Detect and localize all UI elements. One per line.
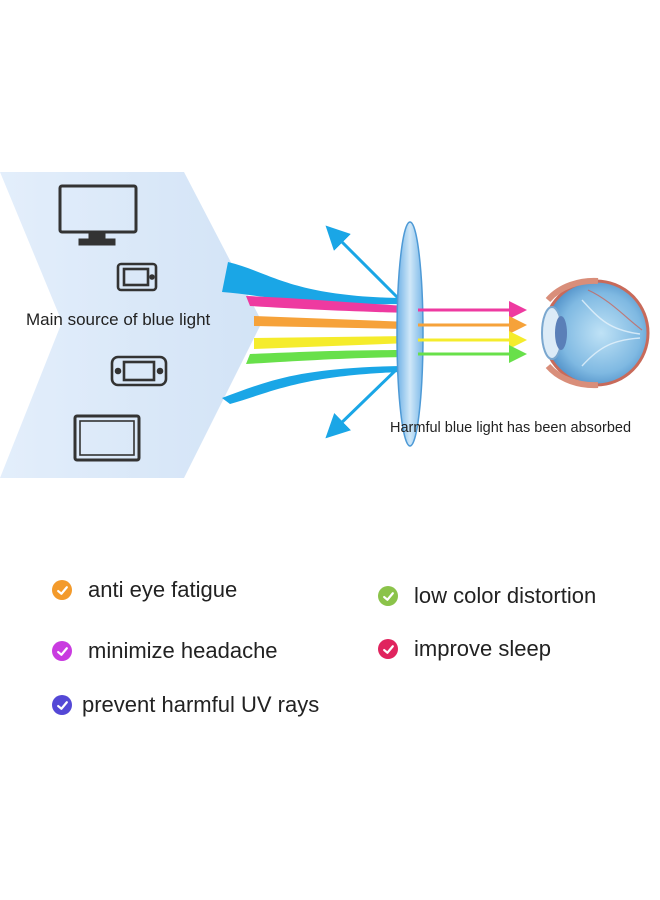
orange-ray-left [254,316,410,329]
blue-light-diagram: Main source of blue light Harmful blue l… [0,172,650,478]
blue-flare-top [222,262,400,305]
blue-flare-bottom [222,366,400,404]
game-console-icon [110,355,168,387]
check-icon [378,586,398,606]
diagram-graphic [0,172,650,478]
lens [396,221,424,447]
source-panel [0,172,262,478]
benefit-label: prevent harmful UV rays [82,692,320,717]
tablet-icon [73,414,141,462]
benefit-label: low color distortion [414,583,597,608]
benefit-label: improve sleep [414,636,551,661]
benefit-improve-sleep: improve sleep [378,636,551,662]
benefit-prevent-uv-rays: prevent harmful UV rays [52,692,319,718]
benefit-anti-eye-fatigue: anti eye fatigue [52,577,237,603]
phone-icon [116,262,158,292]
eye-icon [541,277,650,389]
absorbed-label: Harmful blue light has been absorbed [390,420,632,436]
benefit-label: anti eye fatigue [88,577,238,602]
green-ray-left [246,350,408,364]
check-icon [52,641,72,661]
benefit-low-color-distortion: low color distortion [378,583,596,609]
monitor-icon [58,184,138,246]
check-icon [378,639,398,659]
source-label: Main source of blue light [26,310,211,329]
reflect-arrow-down [325,366,400,439]
yellow-ray-left [254,336,410,349]
check-icon [52,695,72,715]
benefit-minimize-headache: minimize headache [52,638,278,664]
benefit-label: minimize headache [88,638,278,663]
reflect-arrow-up [325,225,400,300]
pink-ray-left [246,296,408,313]
check-icon [52,580,72,600]
